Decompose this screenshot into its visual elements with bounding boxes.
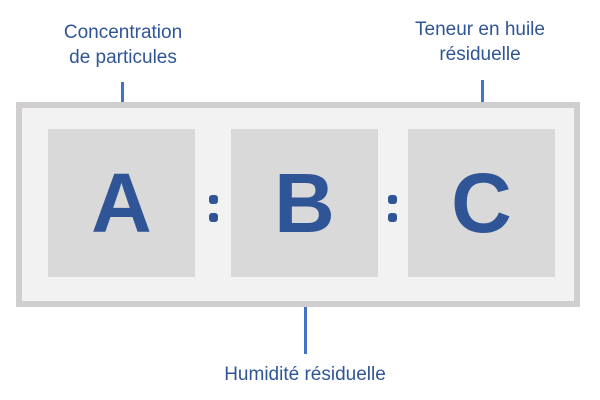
label-line: résiduelle <box>439 44 521 65</box>
connector-b <box>304 307 307 354</box>
connector-a <box>121 82 124 102</box>
dot <box>388 195 397 204</box>
cell-b: B <box>231 129 378 277</box>
label-line: Teneur en huile <box>415 19 545 40</box>
label-line: de particules <box>69 47 177 68</box>
label-residual-oil-content: Teneur en huile résiduelle <box>395 17 565 67</box>
separator-colon-1 <box>209 195 218 231</box>
dot <box>388 213 397 222</box>
dot <box>209 195 218 204</box>
label-particle-concentration: Concentration de particules <box>38 20 208 70</box>
label-line: Concentration <box>63 22 183 43</box>
separator-colon-2 <box>388 195 397 231</box>
dot <box>209 213 218 222</box>
cell-c: C <box>408 129 555 277</box>
cell-a: A <box>48 129 195 277</box>
label-residual-humidity: Humidité résiduelle <box>224 364 386 385</box>
connector-c <box>481 80 484 102</box>
